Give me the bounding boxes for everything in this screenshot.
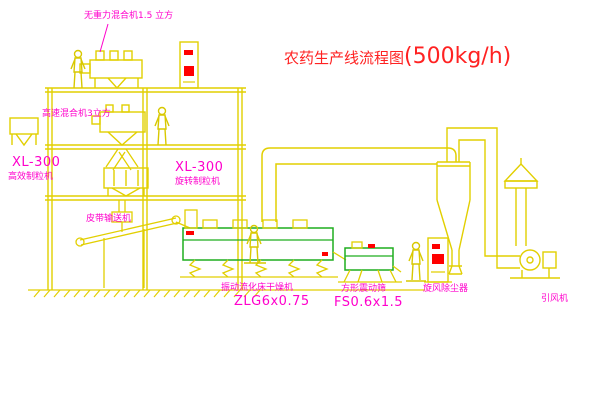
label-high-speed-mixer: 高速混合机3立方 (42, 109, 111, 119)
building-structure (45, 87, 246, 290)
worker-figure (408, 241, 424, 281)
label-gravity-mixer: 无重力混合机1.5 立方 (84, 11, 174, 21)
label-fluid-bed-dryer: 振动流化床干燥机 (221, 283, 294, 293)
ground-line (28, 289, 425, 298)
title-capacity: (500kg/h) (404, 44, 512, 69)
fluid-bed-dryer-machine (180, 209, 347, 278)
screen-indicator (368, 244, 375, 248)
control-cabinet-right (424, 237, 452, 283)
label-fluid-bed-dryer-model: ZLG6x0.75 (234, 294, 310, 309)
indicator-light (184, 50, 193, 55)
worker-figure (246, 224, 262, 264)
label-granulator-left-model: XL-300 (12, 155, 61, 170)
granulator-left-machine (9, 117, 39, 147)
control-cabinet-top (179, 41, 199, 89)
drawing-title: 农药生产线流程图(500kg/h) (284, 44, 511, 69)
label-fan: 引风机 (541, 294, 569, 304)
label-granulator-center-name: 旋转制粒机 (175, 177, 221, 187)
worker-figure (154, 106, 170, 146)
square-screen-machine (338, 241, 402, 283)
belt-conveyor-machine (75, 200, 191, 288)
label-leader-line (99, 23, 109, 53)
label-square-screen: 方形震动筛 (341, 284, 387, 294)
dryer-indicator (186, 231, 194, 235)
label-cyclone: 旋风除尘器 (423, 284, 469, 294)
indicator-light-2 (432, 244, 440, 249)
worker-figures (70, 49, 426, 282)
label-granulator-center-model: XL-300 (175, 160, 224, 175)
worker-figure (70, 49, 86, 89)
dryer-outlet-indicator (322, 252, 328, 256)
indicator-panel (184, 66, 194, 76)
granulator-center-machine (103, 167, 149, 197)
label-granulator-left-name: 高效制粒机 (8, 172, 54, 182)
cyclone-machine (436, 127, 520, 275)
label-belt-conveyor: 皮带输送机 (86, 214, 132, 224)
main-duct (261, 147, 457, 222)
fan-machine (503, 158, 560, 279)
y-chute (105, 148, 139, 171)
high-speed-mixer-machine (91, 104, 146, 146)
title-text: 农药生产线流程图 (284, 49, 405, 67)
label-square-screen-model: FS0.6x1.5 (334, 295, 404, 310)
indicator-panel-2 (432, 254, 444, 264)
gravity-mixer-machine (79, 50, 143, 90)
